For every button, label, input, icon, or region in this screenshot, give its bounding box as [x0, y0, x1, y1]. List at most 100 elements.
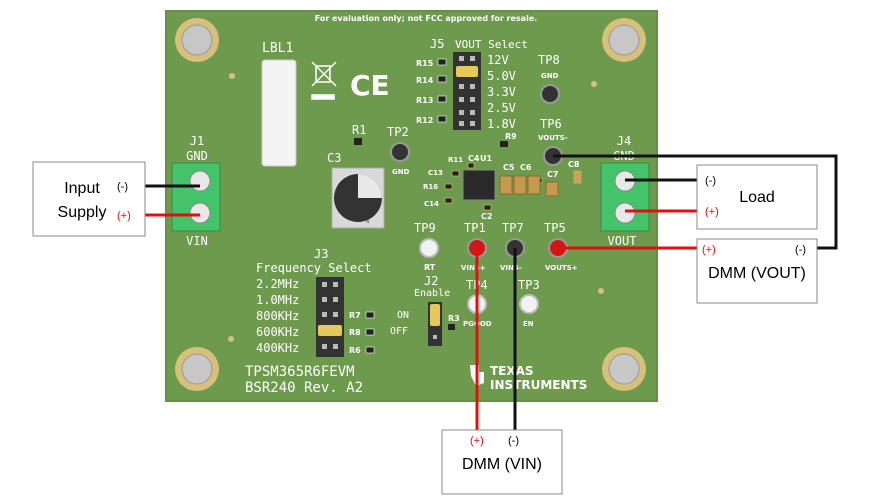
j5-header[interactable]	[453, 52, 481, 130]
input-neg-label: (-)	[117, 181, 128, 193]
c14-ref: C14	[424, 200, 439, 208]
j5-opt-12v: 12V	[487, 53, 509, 67]
dmm-vin-box	[441, 429, 563, 495]
j5-ref: J5	[430, 37, 444, 51]
wire-dmm-vout-neg	[553, 154, 838, 250]
load-box	[696, 164, 818, 230]
tp9-ref: TP9	[414, 221, 436, 235]
label-area	[261, 59, 297, 167]
c8-ref: C8	[568, 160, 580, 169]
j4-ref: J4	[617, 134, 631, 148]
c2-ref: C2	[481, 212, 492, 221]
tp5-ref: TP5	[544, 221, 566, 235]
ce-mark: CE	[350, 69, 390, 102]
j2-header[interactable]	[428, 302, 442, 346]
j3-opt-1m0: 1.0MHz	[256, 293, 299, 307]
r1-resistor	[354, 138, 362, 145]
mounting-hole-bl	[175, 347, 219, 391]
r8-ref: R8	[349, 328, 361, 337]
tp6-label: VOUTS-	[538, 134, 568, 142]
j5-opt-5v: 5.0V	[487, 69, 516, 83]
tp1-ref: TP1	[464, 221, 486, 235]
part-number: TPSM365R6FEVM	[245, 364, 355, 380]
r15-ref: R15	[416, 59, 434, 68]
tp5-label: VOUTS+	[545, 264, 578, 272]
dmm-vin-label: DMM (VIN)	[462, 456, 542, 473]
u1-module	[462, 169, 496, 201]
fcc-disclaimer: For evaluation only; not FCC approved fo…	[315, 14, 538, 23]
j2-off-label: OFF	[390, 326, 408, 337]
j1-terminal-block[interactable]	[171, 162, 221, 232]
r1-ref: R1	[352, 123, 366, 137]
input-supply-line1: Input	[64, 180, 100, 197]
weee-icon	[311, 61, 337, 100]
r14-ref: R14	[416, 76, 434, 85]
r3-ref: R3	[448, 314, 460, 323]
dmm-vout-pos-label: (+)	[702, 244, 716, 256]
pcb-board	[165, 10, 658, 402]
ti-logo-line1: TEXAS	[490, 364, 534, 378]
tp8-label: GND	[541, 72, 559, 80]
j1-ref: J1	[190, 134, 204, 148]
tp2-testpoint[interactable]	[390, 142, 410, 162]
tp2-label: GND	[392, 168, 410, 176]
r16-ref: R16	[423, 183, 438, 191]
c5-ref: C5	[503, 163, 515, 172]
r7-ref: R7	[349, 311, 361, 320]
u1-ref: U1	[480, 154, 492, 163]
dmm-vout-box	[696, 238, 818, 304]
tp9-testpoint[interactable]	[419, 238, 439, 258]
j5-opt-2v5: 2.5V	[487, 101, 516, 115]
output-capacitors	[499, 175, 559, 197]
j3-opt-800k: 800KHz	[256, 309, 299, 323]
r13-ref: R13	[416, 96, 433, 105]
tp3-testpoint[interactable]	[519, 294, 539, 314]
board-revision: BSR240 Rev. A2	[245, 380, 363, 396]
j3-title: Frequency Select	[256, 261, 372, 275]
j3-header[interactable]	[316, 277, 344, 357]
label-area-ref: LBL1	[262, 41, 293, 56]
c13-ref: C13	[428, 169, 443, 177]
dmm-vin-pos-label: (+)	[470, 435, 484, 447]
c6-ref: C6	[520, 163, 532, 172]
j3-opt-400k: 400KHz	[256, 341, 299, 355]
ti-logo-line2: INSTRUMENTS	[490, 378, 587, 392]
r12-ref: R12	[416, 116, 433, 125]
tp2-ref: TP2	[387, 125, 409, 139]
dmm-vout-neg-label: (-)	[795, 244, 806, 256]
c7-ref: C7	[547, 170, 558, 179]
j5-opt-1v8: 1.8V	[487, 117, 516, 131]
dmm-vout-label: DMM (VOUT)	[708, 265, 806, 282]
input-supply-box	[32, 161, 146, 237]
r11-ref: R11	[448, 156, 463, 164]
r9-ref: R9	[505, 132, 517, 141]
j2-title: Enable	[414, 288, 450, 299]
load-label: Load	[739, 189, 775, 206]
j1-gnd-label: GND	[186, 149, 208, 163]
load-pos-label: (+)	[705, 206, 719, 218]
j3-opt-2m2: 2.2MHz	[256, 277, 299, 291]
tp6-ref: TP6	[540, 117, 562, 131]
tp7-label: VIN5-	[500, 264, 522, 272]
j5-opt-3v3: 3.3V	[487, 85, 516, 99]
cap-brand: Panasonic	[364, 200, 370, 224]
mounting-hole-br	[602, 347, 646, 391]
j2-on-label: ON	[397, 310, 409, 321]
j2-ref: J2	[424, 274, 438, 288]
tp1-label: VIN5+	[461, 264, 486, 272]
tp3-label: EN	[523, 320, 534, 328]
load-neg-label: (-)	[705, 175, 716, 187]
input-pos-label: (+)	[117, 210, 131, 222]
c3-ref: C3	[327, 151, 341, 165]
mounting-hole-tr	[602, 18, 646, 62]
tp8-testpoint[interactable]	[540, 84, 560, 104]
j3-ref: J3	[314, 247, 328, 261]
c4-ref: C4	[468, 154, 480, 163]
c3-capacitor: Panasonic	[331, 167, 385, 229]
j1-vin-label: VIN	[186, 234, 208, 248]
input-supply-line2: Supply	[58, 204, 107, 221]
j3-opt-600k: 600KHz	[256, 325, 299, 339]
j4-vout-label: VOUT	[608, 234, 637, 248]
j4-terminal-block[interactable]	[600, 162, 650, 232]
